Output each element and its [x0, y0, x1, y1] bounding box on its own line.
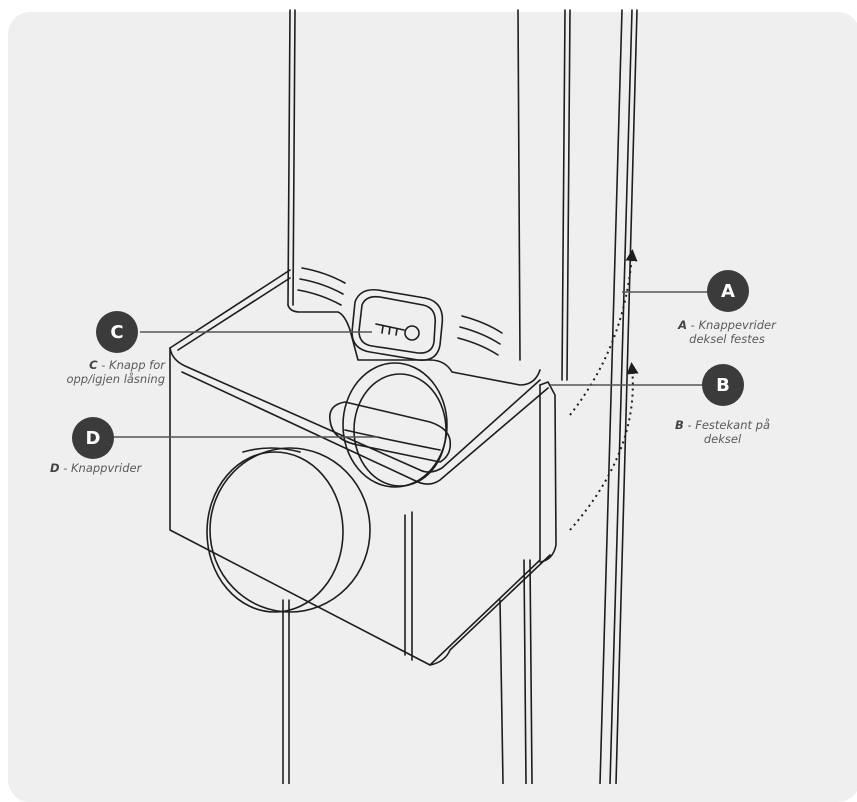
diagram-stage: A B C D A - Knappevrider deksel festes B… — [8, 9, 857, 802]
lock-body — [287, 304, 541, 386]
lock-illustration — [112, 9, 710, 784]
background-panel — [8, 12, 857, 802]
caption-c-letter: C — [89, 358, 98, 372]
leader-lines — [112, 291, 710, 438]
badge-a: A — [707, 270, 749, 312]
motion-arrows — [569, 249, 639, 531]
caption-d-letter: D — [50, 461, 60, 475]
vent-right — [457, 315, 503, 356]
badge-d: D — [72, 417, 114, 459]
large-knob-rim — [209, 447, 371, 613]
thumb-turn-handle — [328, 401, 452, 463]
badge-c: C — [96, 311, 138, 353]
caption-d: D - Knappvrider — [50, 461, 170, 475]
caption-d-text: - Knappvrider — [59, 461, 142, 475]
caption-b-letter: B — [675, 418, 684, 432]
thumb-turn-disk — [342, 362, 448, 488]
caption-a: A - Knappevrider deksel festes — [662, 318, 792, 346]
cover-bracket — [169, 269, 541, 666]
large-knob — [206, 451, 344, 613]
vent-left — [297, 267, 346, 306]
caption-b-text: - Festekant på deksel — [683, 418, 770, 446]
door-frame — [282, 9, 638, 784]
caption-a-letter: A — [678, 318, 688, 332]
caption-a-text: - Knappevrider deksel festes — [687, 318, 776, 346]
caption-b: B - Festekant på deksel — [660, 418, 785, 446]
badge-b: B — [702, 364, 744, 406]
caption-c: C - Knapp for opp/igjen låsning — [40, 358, 165, 386]
key-button — [351, 288, 444, 362]
caption-c-text: - Knapp for opp/igjen låsning — [66, 358, 165, 386]
